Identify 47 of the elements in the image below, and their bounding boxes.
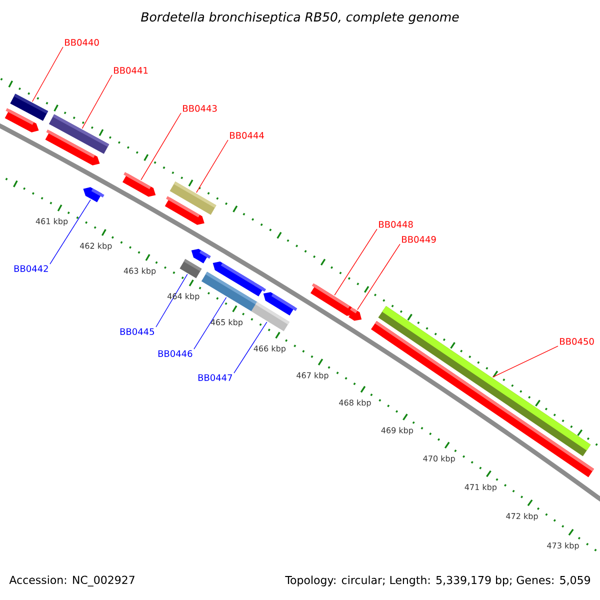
gene-label: BB0445 [120,328,154,335]
gene-label: BB0444 [230,132,264,139]
gene-label: BB0448 [379,221,413,228]
scale-label: 461 kbp [36,218,68,226]
leader-line [32,46,64,102]
gene-block [10,94,48,121]
gene-label: BB0447 [198,374,232,381]
leader-line [140,112,182,180]
scale-label: 466 kbp [254,345,286,354]
leader-line [196,140,228,193]
gene-label: BB0450 [560,338,594,345]
genome-info: Topology: circular; Length: 5,339,179 bp; Genes: 5,059 [285,576,590,586]
gene-block [348,307,362,321]
title: Bordetella bronchiseptica RB50, complete genome [141,12,459,24]
leader-line [50,199,91,264]
gene-block [48,114,110,154]
gene-label: BB0449 [402,236,436,243]
gene-label: BB0446 [158,350,192,357]
leader-line [156,274,188,328]
scale-label: 470 kbp [423,455,455,464]
leader-line [334,228,378,296]
gene-block [122,172,156,197]
gene-label: BB0442 [14,265,48,272]
gene-block [170,182,216,215]
scale-label: 467 kbp [296,372,328,380]
scale-label: 469 kbp [381,427,414,435]
accession-text: Accession: NC_002927 [9,576,134,586]
gene-block [310,283,354,316]
gene-block [212,262,266,296]
leader-line [234,322,268,374]
gene-block [263,292,298,316]
scale-label: 473 kbp [547,542,579,550]
scale-label: 462 kbp [80,242,112,250]
scale-label: 468 kbp [339,399,371,408]
scale-label: 465 kbp [210,319,243,327]
gene-label: BB0440 [65,39,99,46]
leader-line [357,244,400,310]
gene-block [180,259,202,278]
gene-block [191,248,211,264]
leader-line [82,74,112,129]
scale-label: 463 kbp [124,268,156,276]
leader-line [492,346,558,378]
gene-block [83,187,104,202]
gene-label: BB0441 [114,67,148,74]
leader-line [194,297,227,350]
scale-label: 472 kbp [506,512,538,521]
gene-label: BB0443 [183,105,217,112]
